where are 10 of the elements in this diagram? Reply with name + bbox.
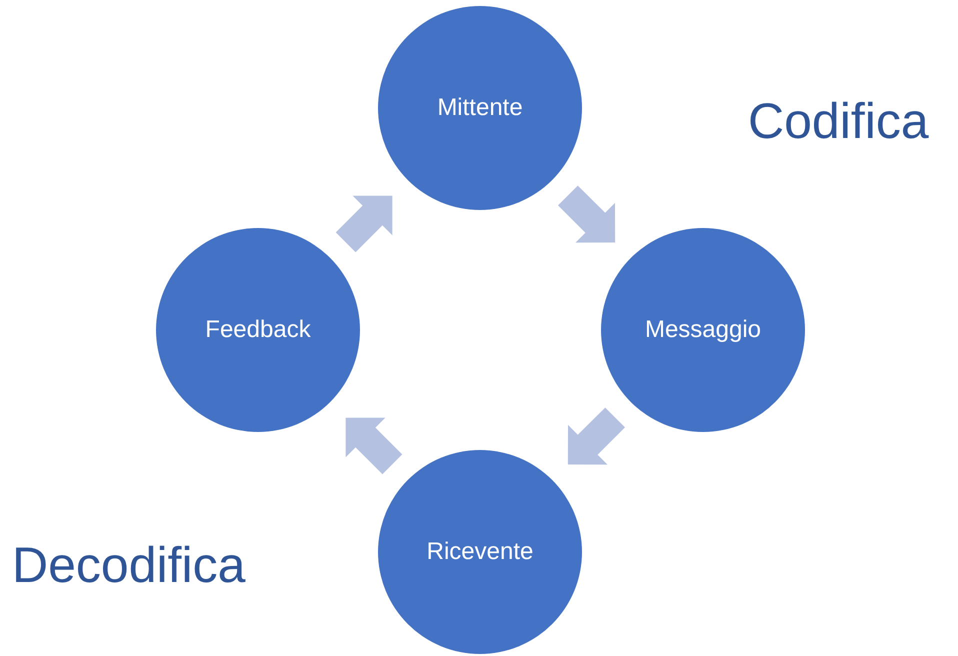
stage-label: Codifica: [748, 96, 929, 146]
stage-label: Decodifica: [12, 540, 246, 590]
node-label: Messaggio: [644, 315, 762, 345]
block-arrow: [568, 408, 625, 465]
block-arrow: [558, 186, 616, 243]
block-arrow: [346, 418, 402, 474]
node-label: Ricevente: [426, 537, 534, 567]
node-label: Mittente: [437, 93, 523, 123]
block-arrow: [336, 196, 392, 252]
node-label: Feedback: [205, 315, 311, 345]
